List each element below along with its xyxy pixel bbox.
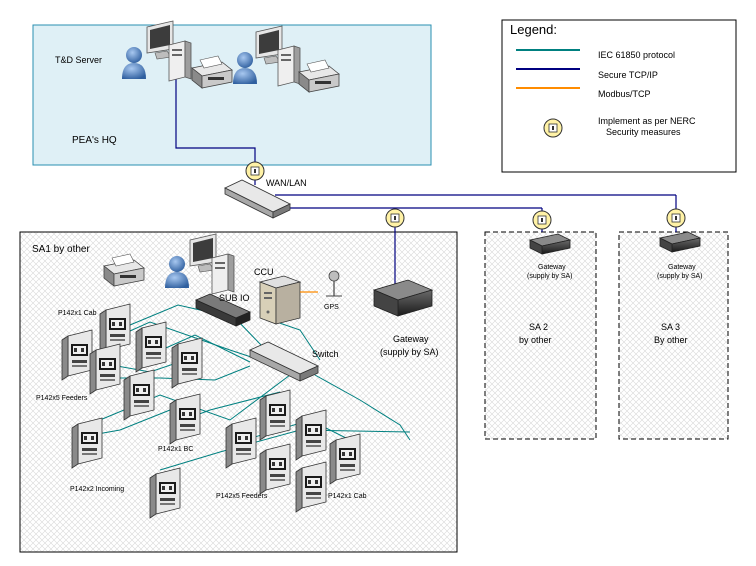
hq-area xyxy=(32,24,432,166)
sa2-gateway-label: Gateway xyxy=(538,264,566,271)
lock-icon-sa3 xyxy=(666,208,686,228)
p142x1-bc-label: P142x1 BC xyxy=(158,446,193,453)
ccu-label: CCU xyxy=(254,267,274,277)
sub-io-label: SUB IO xyxy=(219,293,250,303)
p142x1-cab-top-label: P142x1 Cab xyxy=(58,310,97,317)
wan-lan-switch xyxy=(224,179,291,219)
sa3-name: SA 3 xyxy=(661,322,680,332)
gps-label: GPS xyxy=(324,304,339,311)
sa1-gateway-sublabel: (supply by SA) xyxy=(380,347,439,357)
legend-secure-tcp-label: Secure TCP/IP xyxy=(598,70,658,80)
sa2-name: SA 2 xyxy=(529,322,548,332)
sa2-area xyxy=(484,231,597,440)
legend-modbus-label: Modbus/TCP xyxy=(598,89,651,99)
legend-nerc-line2: Security measures xyxy=(606,127,681,137)
legend-box xyxy=(501,19,737,173)
gps-antenna-icon xyxy=(326,270,342,297)
sa3-area xyxy=(618,231,729,440)
sa3-gateway-sublabel: (supply by SA) xyxy=(657,273,703,280)
sa1-title: SA1 by other xyxy=(32,244,90,255)
pea-hq-label: PEA's HQ xyxy=(72,135,117,146)
sa2-gateway-sublabel: (supply by SA) xyxy=(527,273,573,280)
legend-iec61850-label: IEC 61850 protocol xyxy=(598,50,675,60)
p142x1-cab-bottom-label: P142x1 Cab xyxy=(328,493,367,500)
sa1-gateway-label: Gateway xyxy=(393,334,429,344)
td-server-label: T&D Server xyxy=(55,55,102,65)
sub-io-device xyxy=(195,293,251,327)
wan-lan-label: WAN/LAN xyxy=(266,178,307,188)
sa3-gateway-label: Gateway xyxy=(668,264,696,271)
sa1-switch xyxy=(249,341,319,382)
legend-title: Legend: xyxy=(510,22,557,37)
sa3-owner: By other xyxy=(654,335,688,345)
p142x2-incoming-label: P142x2 Incoming xyxy=(70,486,124,493)
legend-nerc-line1: Implement as per NERC xyxy=(598,116,696,126)
lock-icon-sa2 xyxy=(532,210,552,230)
p142x5-feeders-bottom-label: P142x5 Feeders xyxy=(216,493,268,500)
sa1-area xyxy=(19,231,458,553)
p142x5-feeders-left-label: P142x5 Feeders xyxy=(36,395,88,402)
sa1-gateway-icon xyxy=(372,279,434,317)
legend-lock-icon xyxy=(543,118,563,138)
lock-icon-sa1 xyxy=(385,208,405,228)
lock-icon-hq xyxy=(245,161,265,181)
switch-label: Switch xyxy=(312,349,339,359)
ccu-server xyxy=(258,275,302,325)
sa2-owner: by other xyxy=(519,335,552,345)
